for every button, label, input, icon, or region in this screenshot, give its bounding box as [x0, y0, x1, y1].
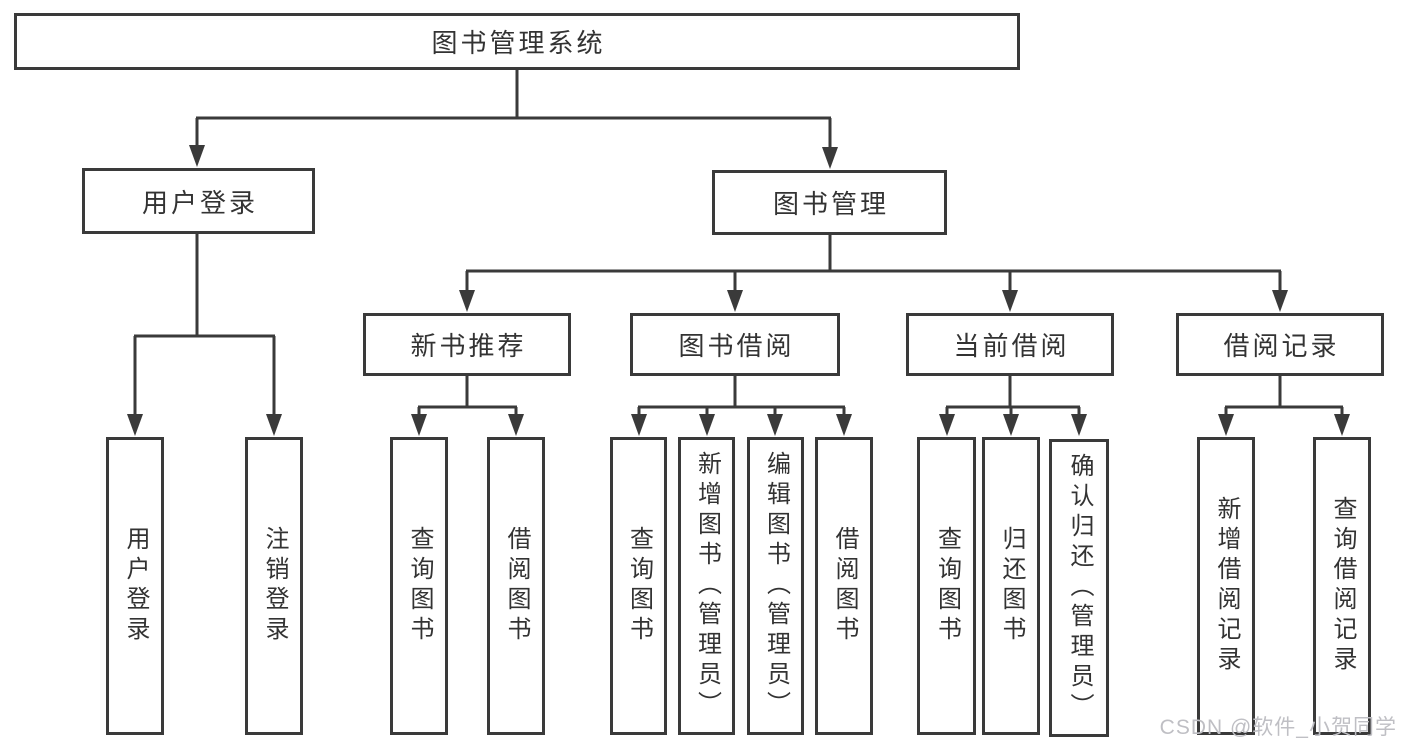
leaf-user-login-label: 用户登录 — [122, 526, 149, 646]
leaf-borrow-edit-books: 编辑图书（管理员） — [747, 437, 804, 735]
leaf-current-confirm-return: 确认归还（管理员） — [1049, 439, 1109, 737]
node-user-login: 用户登录 — [82, 168, 315, 234]
node-current-borrow-label: 当前借阅 — [953, 331, 1070, 361]
node-book-management-label: 图书管理 — [772, 189, 889, 219]
node-book-management: 图书管理 — [712, 170, 947, 235]
node-borrow-records-label: 借阅记录 — [1223, 331, 1340, 361]
node-library-system-label: 图书管理系统 — [431, 28, 606, 58]
leaf-logout: 注销登录 — [245, 437, 303, 735]
leaf-borrow-edit-books-label: 编辑图书（管理员） — [762, 451, 790, 721]
node-book-borrow: 图书借阅 — [630, 313, 840, 376]
leaf-borrow-borrow-books: 借阅图书 — [815, 437, 873, 735]
node-library-system: 图书管理系统 — [14, 13, 1020, 70]
leaf-current-query-books-label: 查询图书 — [933, 526, 961, 646]
arrowheads — [127, 145, 1350, 436]
leaf-recommend-borrow-books-label: 借阅图书 — [503, 526, 530, 646]
leaf-logout-label: 注销登录 — [261, 526, 288, 646]
node-new-book-recommend: 新书推荐 — [363, 313, 571, 376]
node-new-book-recommend-label: 新书推荐 — [410, 331, 527, 361]
node-borrow-records: 借阅记录 — [1176, 313, 1384, 376]
leaf-records-query-record: 查询借阅记录 — [1313, 437, 1371, 735]
leaf-borrow-query-books-label: 查询图书 — [625, 526, 653, 646]
leaf-current-return-books: 归还图书 — [982, 437, 1040, 735]
leaf-recommend-borrow-books: 借阅图书 — [487, 437, 545, 735]
csdn-watermark: CSDN @软件_小贺同学 — [1159, 716, 1397, 739]
leaf-records-add-record: 新增借阅记录 — [1197, 437, 1255, 735]
leaf-user-login: 用户登录 — [106, 437, 164, 735]
leaf-borrow-borrow-books-label: 借阅图书 — [831, 526, 858, 646]
leaf-current-query-books: 查询图书 — [917, 437, 976, 735]
node-current-borrow: 当前借阅 — [906, 313, 1114, 376]
leaf-recommend-query-books-label: 查询图书 — [406, 526, 433, 646]
leaf-records-query-record-label: 查询借阅记录 — [1329, 496, 1356, 676]
leaf-current-confirm-return-label: 确认归还（管理员） — [1066, 453, 1093, 723]
leaf-recommend-query-books: 查询图书 — [390, 437, 448, 735]
leaf-records-add-record-label: 新增借阅记录 — [1213, 496, 1240, 676]
leaf-borrow-query-books: 查询图书 — [610, 437, 667, 735]
node-book-borrow-label: 图书借阅 — [678, 331, 795, 361]
leaf-current-return-books-label: 归还图书 — [998, 526, 1025, 646]
leaf-borrow-add-books: 新增图书（管理员） — [678, 437, 735, 735]
leaf-borrow-add-books-label: 新增图书（管理员） — [693, 451, 721, 721]
node-user-login-label: 用户登录 — [141, 187, 258, 218]
